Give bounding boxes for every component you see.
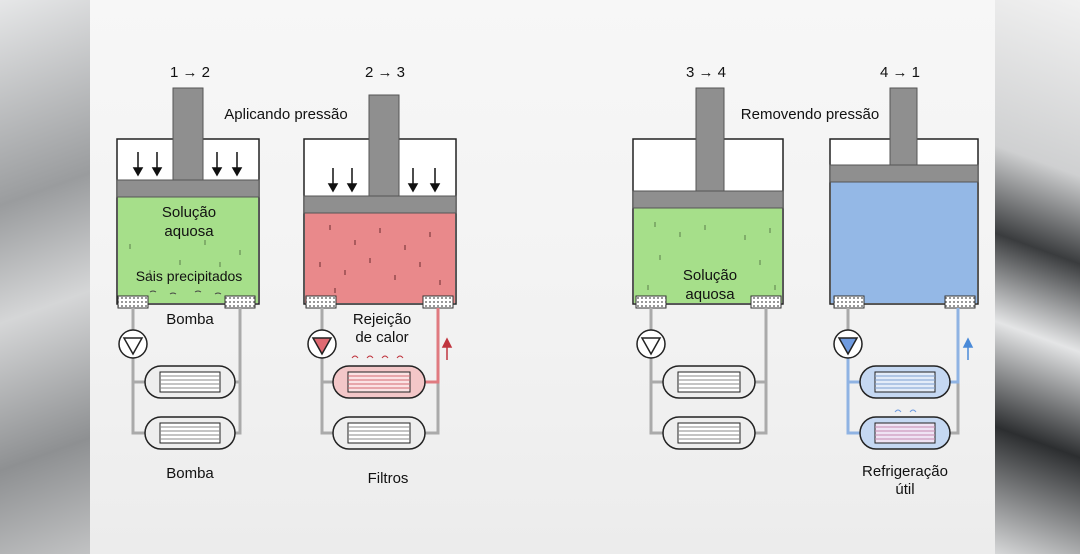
stage-3-fluid (634, 208, 782, 303)
stage-4: 4 → 1 Refr (829, 64, 979, 498)
removing-pressure-label: Removendo pressão (741, 106, 879, 123)
stage-2-piston-rod (368, 94, 400, 197)
stage-4-filter-left (833, 295, 865, 309)
stage-1-filter-unit-1 (144, 365, 236, 399)
stage-1-salt-label: Sais precipitados (136, 268, 243, 284)
stage-2-filter-left (305, 295, 337, 309)
stage-2-filter-unit-2 (332, 416, 426, 450)
stage-4-caption-1: Refrigeração (862, 463, 948, 480)
cool-up-arrow-icon (962, 337, 974, 360)
stage-1-fluid-label-1: Solução (162, 204, 216, 221)
stage-1-pump-label: Bomba (166, 311, 214, 328)
stage-1-caption: Bomba (166, 465, 214, 482)
stage-3-filter-right (750, 295, 782, 309)
stage-1-step: 1 → 2 (170, 64, 210, 81)
stage-3-pump-icon (636, 329, 666, 359)
stage-3-filter-unit-2 (662, 416, 756, 450)
stage-3-filter-left (635, 295, 667, 309)
stage-4-filter-unit-1 (859, 365, 951, 399)
stage-2-fluid-dashes (319, 225, 441, 293)
stage-1-piston-rod (172, 87, 204, 181)
stage-1-salt-squiggles (149, 290, 222, 295)
stage-1-filter-left (117, 295, 149, 309)
stage-2-hot-pipe (425, 308, 440, 384)
heat-up-arrow-icon (441, 337, 453, 360)
stage-1-pressure-arrows (132, 152, 243, 177)
stage-2-step: 2 → 3 (365, 64, 405, 81)
stage-3-pipes (649, 308, 768, 435)
stage-2-heat-label-1: Rejeição (353, 311, 411, 328)
background-left (0, 0, 95, 554)
stage-1-filter-unit-2 (144, 416, 236, 450)
stage-2-heat-label-2: de calor (355, 329, 408, 346)
stage-4-filter-unit-2 (859, 416, 951, 450)
background-right (990, 0, 1080, 554)
stage-1-piston-head (116, 179, 260, 198)
stage-4-piston-rod (889, 87, 918, 166)
stage-4-pump-icon (833, 329, 863, 359)
stage-4-cold-pipes (846, 308, 960, 435)
stage-1: 1 → 2 Solução aquosa Sais precipitados B… (116, 64, 260, 482)
stage-4-filter-right (944, 295, 976, 309)
stage-1-pump-icon (118, 329, 148, 359)
stage-2-heat-waves (351, 355, 404, 359)
stage-3-fluid-label-2: aquosa (685, 286, 735, 303)
stage-2-pump-icon (307, 329, 337, 359)
stage-2-pressure-arrows (327, 168, 441, 193)
stage-1-fluid (118, 197, 258, 303)
stage-3-filter-unit-1 (662, 365, 756, 399)
stage-2-fluid (305, 213, 455, 303)
stage-3-fluid-dashes (647, 222, 776, 290)
applying-pressure-label: Aplicando pressão (224, 106, 347, 123)
stage-2-filter-unit-1 (332, 365, 426, 399)
stage-2: 2 → 3 Rejeição de calor (303, 64, 457, 487)
stage-2-piston-head (303, 195, 457, 214)
stage-2-filter-right (422, 295, 454, 309)
stage-3-piston-head (632, 190, 784, 209)
stage-1-fluid-dashes (129, 240, 241, 275)
stage-3: 3 → 4 Solução aquosa (632, 64, 784, 450)
stage-2-caption: Filtros (368, 470, 409, 487)
stage-3-fluid-label-1: Solução (683, 267, 737, 284)
stage-4-cold-waves (894, 409, 917, 413)
stage-4-step: 4 → 1 (880, 64, 920, 81)
stage-3-step: 3 → 4 (686, 64, 726, 81)
stage-3-piston-rod (695, 87, 725, 192)
stage-4-fluid (831, 182, 977, 303)
stage-1-filter-right (224, 295, 256, 309)
stage-4-piston-head (829, 164, 979, 183)
stage-1-fluid-label-2: aquosa (164, 223, 214, 240)
stage-4-caption-2: útil (895, 481, 914, 498)
stage-1-pipes (131, 308, 242, 435)
